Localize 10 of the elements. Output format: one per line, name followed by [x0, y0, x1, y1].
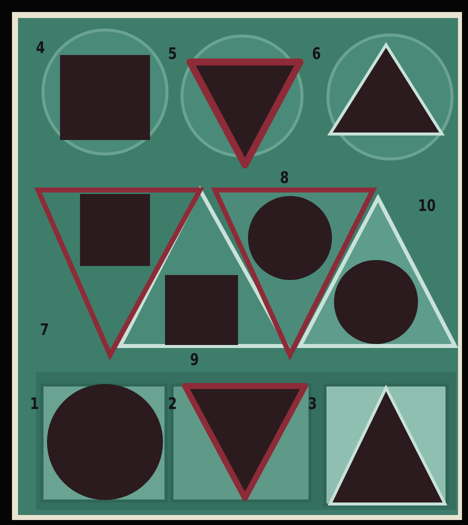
figure-number: 4: [36, 40, 45, 56]
figure-number: 9: [190, 352, 199, 368]
figure-number: 8: [280, 170, 289, 186]
figure-number: 3: [308, 396, 317, 412]
figure-number: 1: [30, 396, 39, 412]
figure-number: 5: [168, 46, 177, 62]
figure-number: 10: [418, 198, 436, 214]
figure-number: 6: [312, 46, 321, 62]
figure-number: 2: [168, 396, 177, 412]
figure-number: 7: [40, 322, 49, 338]
